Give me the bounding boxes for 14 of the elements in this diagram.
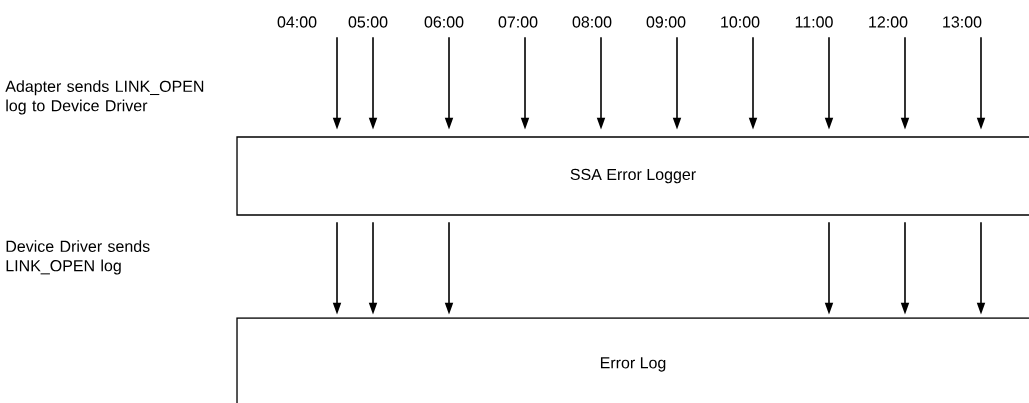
time-label: 08:00 <box>572 16 612 28</box>
note: Device Driver sends LINK_OPEN log <box>6 240 150 275</box>
time-label: 07:00 <box>498 16 538 28</box>
log-box: SSA Error Logger <box>236 136 1029 216</box>
time-label: 11:00 <box>795 16 833 28</box>
log-box: Error Log <box>236 317 1029 403</box>
time-label: 10:00 <box>721 16 760 28</box>
time-label: 09:00 <box>646 16 686 28</box>
note: Adapter sends LINK_OPEN log to Device Driver <box>5 80 204 115</box>
time-label: 06:00 <box>424 16 464 28</box>
time-label: 04:00 <box>277 16 317 28</box>
time-label: 05:00 <box>348 16 388 28</box>
time-label: 12:00 <box>869 16 908 28</box>
time-label: 13:00 <box>943 16 982 28</box>
